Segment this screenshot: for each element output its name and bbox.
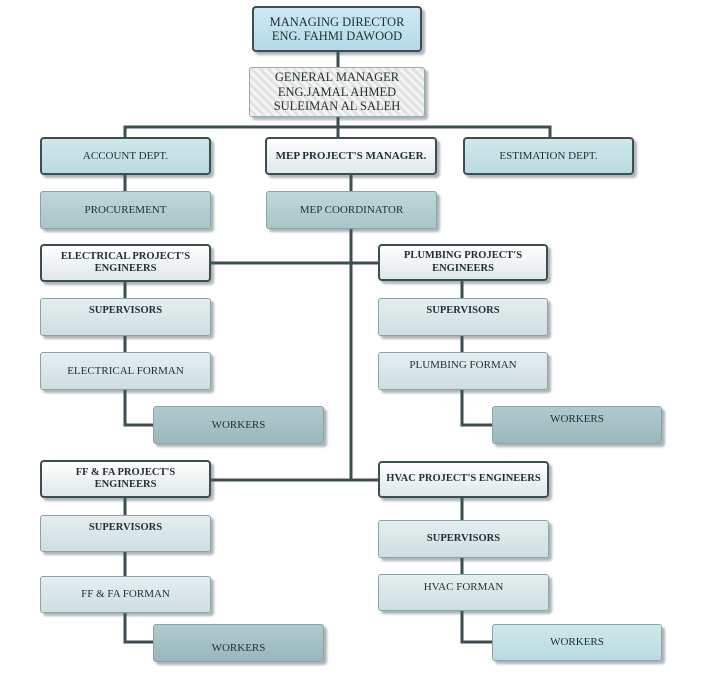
procurement-label: PROCUREMENT (84, 203, 167, 216)
mep-manager-label: MEP PROJECT'S MANAGER. (275, 149, 427, 162)
plumbing-foreman-label: PLUMBING FORMAN (409, 359, 517, 371)
mep-coordinator-box: MEP COORDINATOR (266, 191, 437, 229)
fffa-workers-label: WORKERS (211, 642, 266, 655)
plumbing-foreman-box: PLUMBING FORMAN (378, 352, 548, 390)
plumbing-workers-label: WORKERS (550, 413, 604, 425)
general-manager-name-line1: ENG.JAMAL AHMED (277, 84, 397, 99)
managing-director-title: MANAGING DIRECTOR (269, 14, 405, 29)
plumbing-engineers-line1: PLUMBING PROJECT'S (403, 250, 523, 262)
general-manager-box: GENERAL MANAGER ENG.JAMAL AHMED SULEIMAN… (249, 67, 425, 117)
mep-coordinator-label: MEP COORDINATOR (299, 203, 404, 216)
electrical-supervisors-box: SUPERVISORS (40, 298, 211, 336)
hvac-supervisors-box: SUPERVISORS (378, 520, 549, 558)
fffa-supervisors-label: SUPERVISORS (88, 522, 163, 533)
fffa-engineers-box: FF & FA PROJECT'S ENGINEERS (40, 460, 211, 498)
electrical-supervisors-label: SUPERVISORS (88, 305, 163, 316)
hvac-workers-box: WORKERS (492, 624, 662, 661)
fffa-workers-box: WORKERS (153, 624, 324, 662)
electrical-workers-box: WORKERS (153, 406, 324, 444)
electrical-engineers-line2: ENGINEERS (94, 263, 157, 274)
plumbing-supervisors-box: SUPERVISORS (378, 298, 548, 336)
hvac-engineers-box: HVAC PROJECT'S ENGINEERS (378, 461, 549, 498)
hvac-foreman-label: HVAC FORMAN (423, 581, 504, 593)
plumbing-engineers-line2: ENGINEERS (432, 262, 494, 274)
electrical-workers-label: WORKERS (211, 418, 266, 431)
mep-manager-box: MEP PROJECT'S MANAGER. (265, 137, 437, 175)
plumbing-workers-box: WORKERS (492, 406, 662, 444)
managing-director-name: ENG. FAHMI DAWOOD (271, 29, 403, 43)
managing-director-box: MANAGING DIRECTOR ENG. FAHMI DAWOOD (252, 6, 422, 52)
estimation-dept-label: ESTIMATION DEPT. (499, 149, 598, 162)
fffa-supervisors-box: SUPERVISORS (40, 515, 211, 552)
electrical-engineers-box: ELECTRICAL PROJECT'S ENGINEERS (40, 244, 211, 282)
account-dept-box: ACCOUNT DEPT. (40, 137, 211, 175)
estimation-dept-box: ESTIMATION DEPT. (463, 137, 634, 175)
general-manager-title: GENERAL MANAGER (274, 70, 400, 85)
hvac-engineers-label: HVAC PROJECT'S ENGINEERS (386, 473, 541, 485)
fffa-engineers-line1: FF & FA PROJECT'S (75, 466, 176, 478)
electrical-engineers-line1: ELECTRICAL PROJECT'S (60, 250, 191, 262)
electrical-foreman-box: ELECTRICAL FORMAN (40, 352, 211, 390)
account-dept-label: ACCOUNT DEPT. (82, 149, 169, 162)
hvac-foreman-box: HVAC FORMAN (378, 574, 549, 611)
fffa-foreman-label: FF & FA FORMAN (81, 588, 170, 601)
general-manager-name-line2: SULEIMAN AL SALEH (273, 99, 401, 114)
hvac-workers-label: WORKERS (550, 636, 604, 649)
electrical-foreman-label: ELECTRICAL FORMAN (67, 364, 184, 377)
hvac-supervisors-label: SUPERVISORS (426, 532, 501, 544)
fffa-foreman-box: FF & FA FORMAN (40, 576, 211, 613)
fffa-engineers-line2: ENGINEERS (94, 479, 157, 490)
plumbing-supervisors-label: SUPERVISORS (426, 305, 500, 316)
procurement-box: PROCUREMENT (40, 191, 211, 229)
plumbing-engineers-box: PLUMBING PROJECT'S ENGINEERS (378, 244, 548, 281)
